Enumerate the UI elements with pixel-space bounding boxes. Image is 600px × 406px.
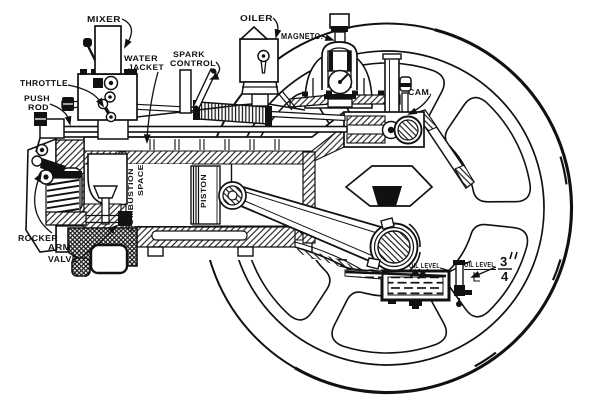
svg-text:PISTON: PISTON xyxy=(199,174,208,208)
svg-text:MIXER: MIXER xyxy=(87,14,121,24)
svg-text:ROD: ROD xyxy=(28,103,49,112)
svg-text:3: 3 xyxy=(500,254,508,269)
svg-text:SPARK: SPARK xyxy=(173,50,205,59)
svg-text:PUSH: PUSH xyxy=(24,94,50,103)
svg-text:ARM: ARM xyxy=(48,242,71,252)
svg-text:THROTTLE: THROTTLE xyxy=(20,78,68,88)
svg-text:CONTROL: CONTROL xyxy=(170,59,216,68)
svg-text:OILER: OILER xyxy=(240,13,273,23)
svg-text:4: 4 xyxy=(501,269,509,284)
svg-text:OIL LEVEL: OIL LEVEL xyxy=(409,261,440,270)
svg-text:COMBUSTION: COMBUSTION xyxy=(128,168,135,232)
svg-text:OIL LEVEL: OIL LEVEL xyxy=(464,260,495,269)
svg-text:CAM,: CAM, xyxy=(408,87,432,97)
svg-text:JACKET: JACKET xyxy=(128,63,164,72)
svg-text:VALVE: VALVE xyxy=(48,254,78,264)
svg-text:WATER: WATER xyxy=(124,54,158,63)
svg-text:SPACE: SPACE xyxy=(138,164,145,196)
svg-text:ROCKER: ROCKER xyxy=(18,233,58,243)
svg-text:MAGNETO.: MAGNETO. xyxy=(281,31,323,41)
